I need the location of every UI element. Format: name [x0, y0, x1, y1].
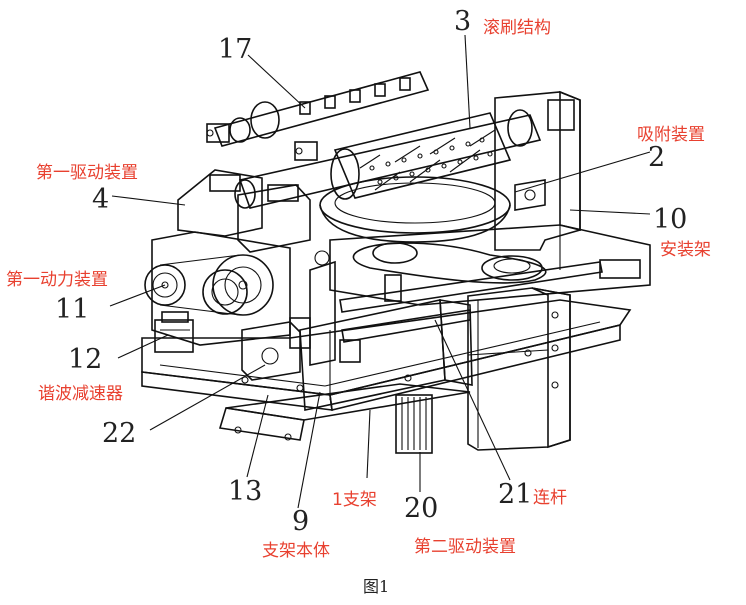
callout-number: 4: [92, 184, 109, 215]
callout-10: 10 安装架: [653, 204, 711, 260]
callout-number: 17: [218, 34, 252, 65]
callout-number: 20: [404, 493, 438, 524]
second-drive-rail: [395, 394, 433, 454]
callout-21: 21 连杆: [498, 479, 567, 510]
callout-9: 9 支架本体: [262, 506, 330, 561]
callout-label: 第一驱动装置: [36, 163, 138, 183]
callout-number: 11: [55, 294, 89, 325]
roller-brush: [234, 109, 542, 209]
callout-label: 连杆: [533, 488, 567, 508]
figure-caption: 图1: [363, 577, 389, 596]
bearing-block: [241, 317, 311, 381]
mounting-frame: [309, 90, 651, 366]
leader-lines: [109, 34, 651, 509]
callout-label: 滚刷结构: [483, 18, 551, 38]
harmonic-reducer: [154, 311, 194, 353]
callout-number: 22: [102, 418, 136, 449]
callout-number: 12: [68, 344, 102, 375]
callout-number: 10: [653, 204, 687, 235]
callout-label: 吸附装置: [637, 125, 705, 145]
callout-4: 第一驱动装置 4: [36, 163, 138, 215]
callout-label: 1支架: [332, 490, 377, 510]
second-drive-box: [467, 287, 571, 451]
callout-1: 1支架: [332, 490, 377, 510]
callout-number: 21: [498, 479, 532, 510]
callout-label: 安装架: [660, 240, 711, 260]
callout-13: 13: [228, 476, 262, 507]
adsorption-bowl: [319, 176, 511, 243]
base-plate: [141, 299, 632, 411]
mounting-foot: [218, 383, 471, 441]
callout-label: 支架本体: [262, 541, 330, 561]
callout-label: 第二驱动装置: [414, 537, 516, 557]
callout-12: 12 谐波减速器: [38, 344, 123, 404]
callout-22: 22: [102, 418, 136, 449]
callout-20: 20 第二驱动装置: [404, 493, 516, 557]
callout-number: 13: [228, 476, 262, 507]
callout-label: 第一动力装置: [6, 270, 108, 290]
callout-11: 第一动力装置 11: [6, 270, 108, 325]
brush-holes: [369, 137, 493, 185]
callout-17: 17: [218, 34, 252, 65]
callout-number: 3: [454, 6, 471, 37]
nozzle-row: [299, 77, 411, 115]
callout-2: 吸附装置 2: [637, 125, 705, 173]
support-body: [299, 299, 473, 411]
upper-shaft: [206, 71, 430, 161]
callout-label: 谐波减速器: [38, 384, 123, 404]
belt-drive: [352, 242, 547, 302]
callout-number: 2: [648, 142, 665, 173]
connecting-rod: [339, 261, 603, 363]
callout-3: 3 滚刷结构: [454, 6, 551, 38]
callout-number: 9: [292, 506, 309, 537]
